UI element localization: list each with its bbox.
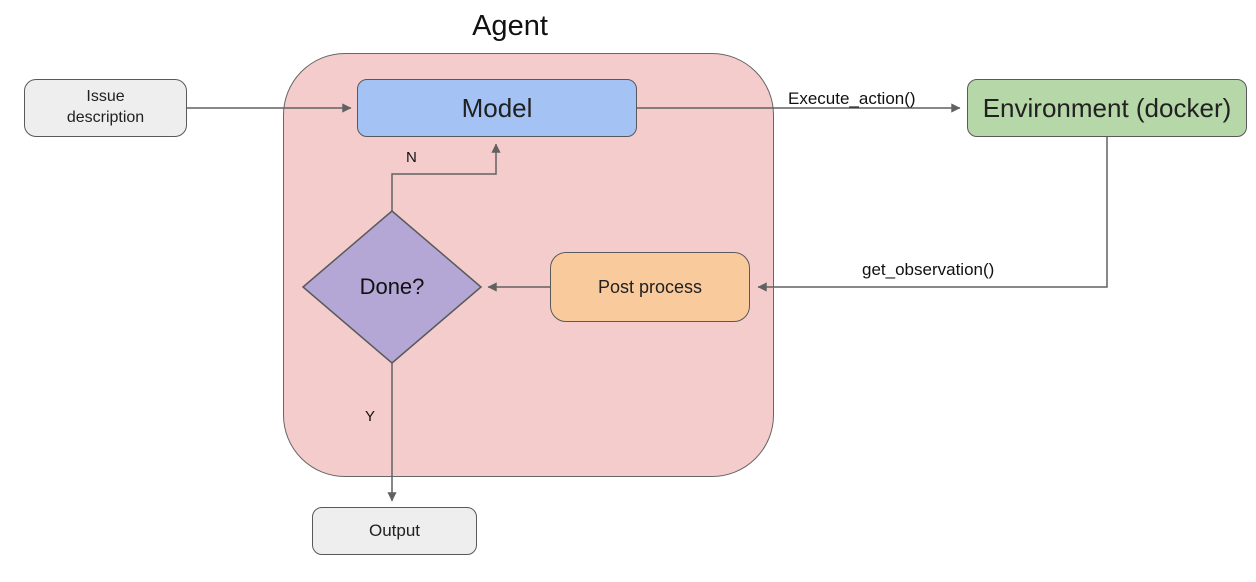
diagram-title: Agent	[472, 10, 548, 42]
no-branch-label: N	[406, 149, 417, 166]
execute-action-edge-label: Execute_action()	[788, 89, 916, 108]
output-node: Output	[312, 507, 477, 555]
environment-label: Environment (docker)	[982, 92, 1232, 123]
issue-description-label-line2: description	[66, 109, 145, 126]
model-node: Model	[357, 79, 637, 137]
output-label: Output	[368, 521, 421, 540]
issue-description-label-line1: Issue	[86, 88, 125, 106]
issue-description-node: Issue description	[24, 79, 187, 137]
post-process-label: Post process	[597, 276, 703, 297]
model-label: Model	[461, 92, 533, 123]
done-decision-label: Done?	[359, 274, 425, 299]
environment-node: Environment (docker)	[967, 79, 1247, 137]
yes-branch-label: Y	[365, 408, 376, 425]
post-process-node: Post process	[550, 252, 750, 322]
get-observation-edge-label: get_observation()	[862, 260, 995, 279]
